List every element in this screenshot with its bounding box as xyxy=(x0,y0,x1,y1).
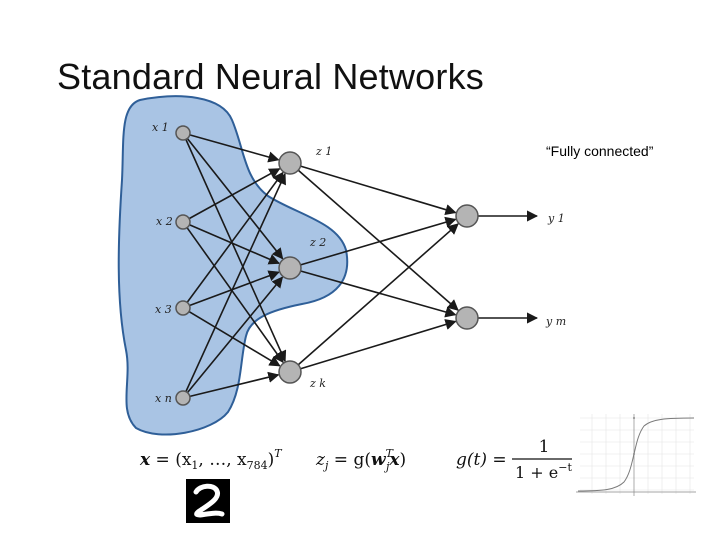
edge-input3-hidden2 xyxy=(189,270,280,307)
formula-z: z xyxy=(315,450,326,470)
formula-g-lhs: g(t) = xyxy=(456,450,507,470)
input-node-3 xyxy=(175,300,191,316)
formula-w-sub: j xyxy=(383,460,390,473)
hidden-label-2: z 2 xyxy=(309,236,326,249)
edge-hidden1-output1 xyxy=(300,165,457,216)
connection-edges xyxy=(185,134,539,398)
edge-hidden3-output2 xyxy=(300,319,457,370)
input-label-1: x 1 xyxy=(152,121,169,134)
formula-w-sup: T xyxy=(386,447,395,460)
formula-z-close: ) xyxy=(400,450,407,470)
formula-x-bold: x xyxy=(139,450,151,470)
formula-g-denominator: 1 + e xyxy=(515,463,558,482)
edge-input4-hidden3 xyxy=(189,371,280,398)
input-node-1 xyxy=(175,125,191,141)
formula-x-sup: T xyxy=(274,447,283,460)
network-nodes xyxy=(175,125,479,406)
sigmoid-plot-image xyxy=(572,410,698,500)
input-label-2: x 2 xyxy=(156,215,173,228)
svg-text:1 + e−t: 1 + e−t xyxy=(515,461,572,482)
digit-image xyxy=(186,479,230,523)
edge-input1-hidden3 xyxy=(185,139,287,363)
slide-title: Standard Neural Networks xyxy=(57,56,484,97)
edge-input2-hidden2 xyxy=(189,224,281,265)
formula-z-sub: j xyxy=(322,459,329,472)
input-label-n: x n xyxy=(155,392,172,405)
formula-wx: x xyxy=(388,450,400,470)
edge-input4-hidden1 xyxy=(185,172,286,392)
formula-g-numerator: 1 xyxy=(539,437,550,457)
svg-text:x = (x1, …, x784)T: x = (x1, …, x784)T xyxy=(139,447,283,472)
input-vector-formula: x = (x1, …, x784)T xyxy=(139,447,283,472)
formula-x-sub1: 1 xyxy=(191,459,198,472)
formula-x-mid: , …, x xyxy=(198,450,247,470)
formula-w: w xyxy=(371,450,387,470)
formula-z-eq: = g( xyxy=(328,450,371,470)
edge-input3-hidden3 xyxy=(188,310,281,367)
edge-hidden2-output2 xyxy=(300,270,457,318)
output-node-2 xyxy=(455,306,479,330)
input-label-3: x 3 xyxy=(155,303,172,316)
input-node-4 xyxy=(175,390,191,406)
hidden-label-k: z k xyxy=(309,377,326,390)
highlighted-region xyxy=(117,95,349,436)
edge-input3-hidden1 xyxy=(186,171,284,303)
output-label-m: y m xyxy=(545,315,566,328)
input-node-2 xyxy=(175,214,191,230)
edge-hidden1-output2 xyxy=(297,169,459,311)
formula-x-eq: = (x xyxy=(150,450,192,470)
svg-text:g(t) =: g(t) = xyxy=(456,450,507,470)
output-node-1 xyxy=(455,204,479,228)
edge-input2-hidden3 xyxy=(186,227,284,364)
edge-hidden2-output1 xyxy=(300,216,457,266)
formula-x-close: ) xyxy=(268,450,275,470)
sigmoid-formula: g(t) = 1 1 + e−t xyxy=(456,437,578,482)
edge-input1-hidden1 xyxy=(189,134,280,163)
edge-input4-hidden2 xyxy=(186,276,284,394)
formula-x-sub2: 784 xyxy=(247,459,268,472)
hidden-node-2 xyxy=(278,256,302,280)
fully-connected-annotation: “Fully connected” xyxy=(546,143,654,159)
output-label-1: y 1 xyxy=(547,212,565,225)
edge-hidden3-output1 xyxy=(297,223,459,366)
hidden-label-1: z 1 xyxy=(315,145,332,158)
edge-input1-hidden2 xyxy=(186,137,284,260)
formula-g-exp: −t xyxy=(558,461,572,474)
hidden-node-1 xyxy=(278,151,302,175)
edge-input2-hidden1 xyxy=(188,168,281,220)
hidden-node-3 xyxy=(278,360,302,384)
